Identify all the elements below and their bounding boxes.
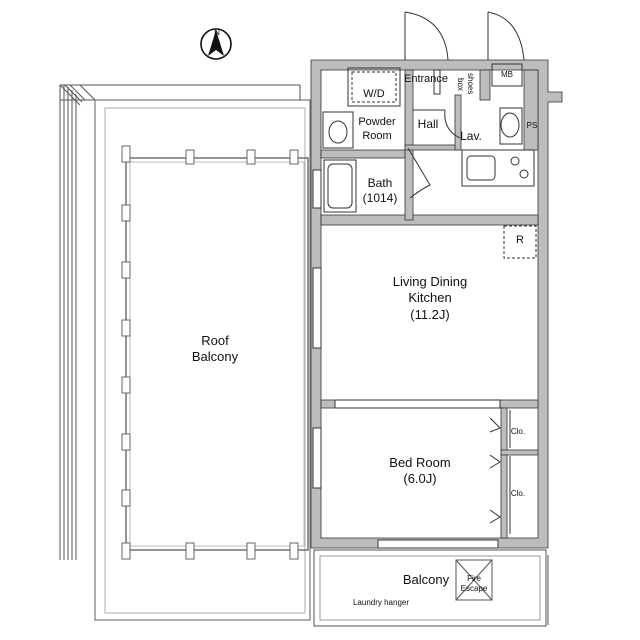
bath-label: Bath (1014) <box>362 176 398 205</box>
balcony-label: Balcony <box>402 572 450 587</box>
washer-dryer-label: W/D <box>363 88 385 100</box>
doors <box>404 11 525 199</box>
pipe-space-label: PS <box>526 121 538 130</box>
meter-box <box>491 63 523 87</box>
closet-doors <box>489 410 511 534</box>
hall-label: Hall <box>417 117 439 131</box>
closet-lower-label: Clo. <box>510 489 526 498</box>
kitchen-counter <box>461 149 535 187</box>
refrigerator-space <box>503 225 537 259</box>
laundry-hanger-label: Laundry hanger <box>352 598 410 607</box>
windows <box>312 169 501 549</box>
meter-box-label: MB <box>501 70 513 79</box>
roof-balcony <box>94 99 311 621</box>
roof-balcony-label: Roof Balcony <box>191 333 239 365</box>
compass-label: N <box>214 28 220 37</box>
closet-upper-label: Clo. <box>510 427 526 436</box>
powder-room-fixtures <box>322 67 401 149</box>
shoes-box-label: shoes box <box>456 73 475 95</box>
bathtub <box>323 159 357 213</box>
lav-label: Lav. <box>460 129 482 143</box>
lower-balcony <box>313 549 549 627</box>
entrance-label: Entrance <box>403 73 449 85</box>
lav-fixtures <box>433 69 523 145</box>
north-arrow-icon <box>200 28 232 60</box>
powder-room-label: Powder Room <box>358 116 396 142</box>
fire-escape-label: Fire Escape <box>460 574 488 593</box>
refrigerator-label: R <box>516 234 524 246</box>
living-dining-kitchen-label: Living Dining Kitchen (11.2J) <box>392 274 468 322</box>
roof-balcony-edge <box>59 84 301 560</box>
pergola-posts <box>121 145 299 560</box>
bed-room-label: Bed Room (6.0J) <box>389 455 451 487</box>
